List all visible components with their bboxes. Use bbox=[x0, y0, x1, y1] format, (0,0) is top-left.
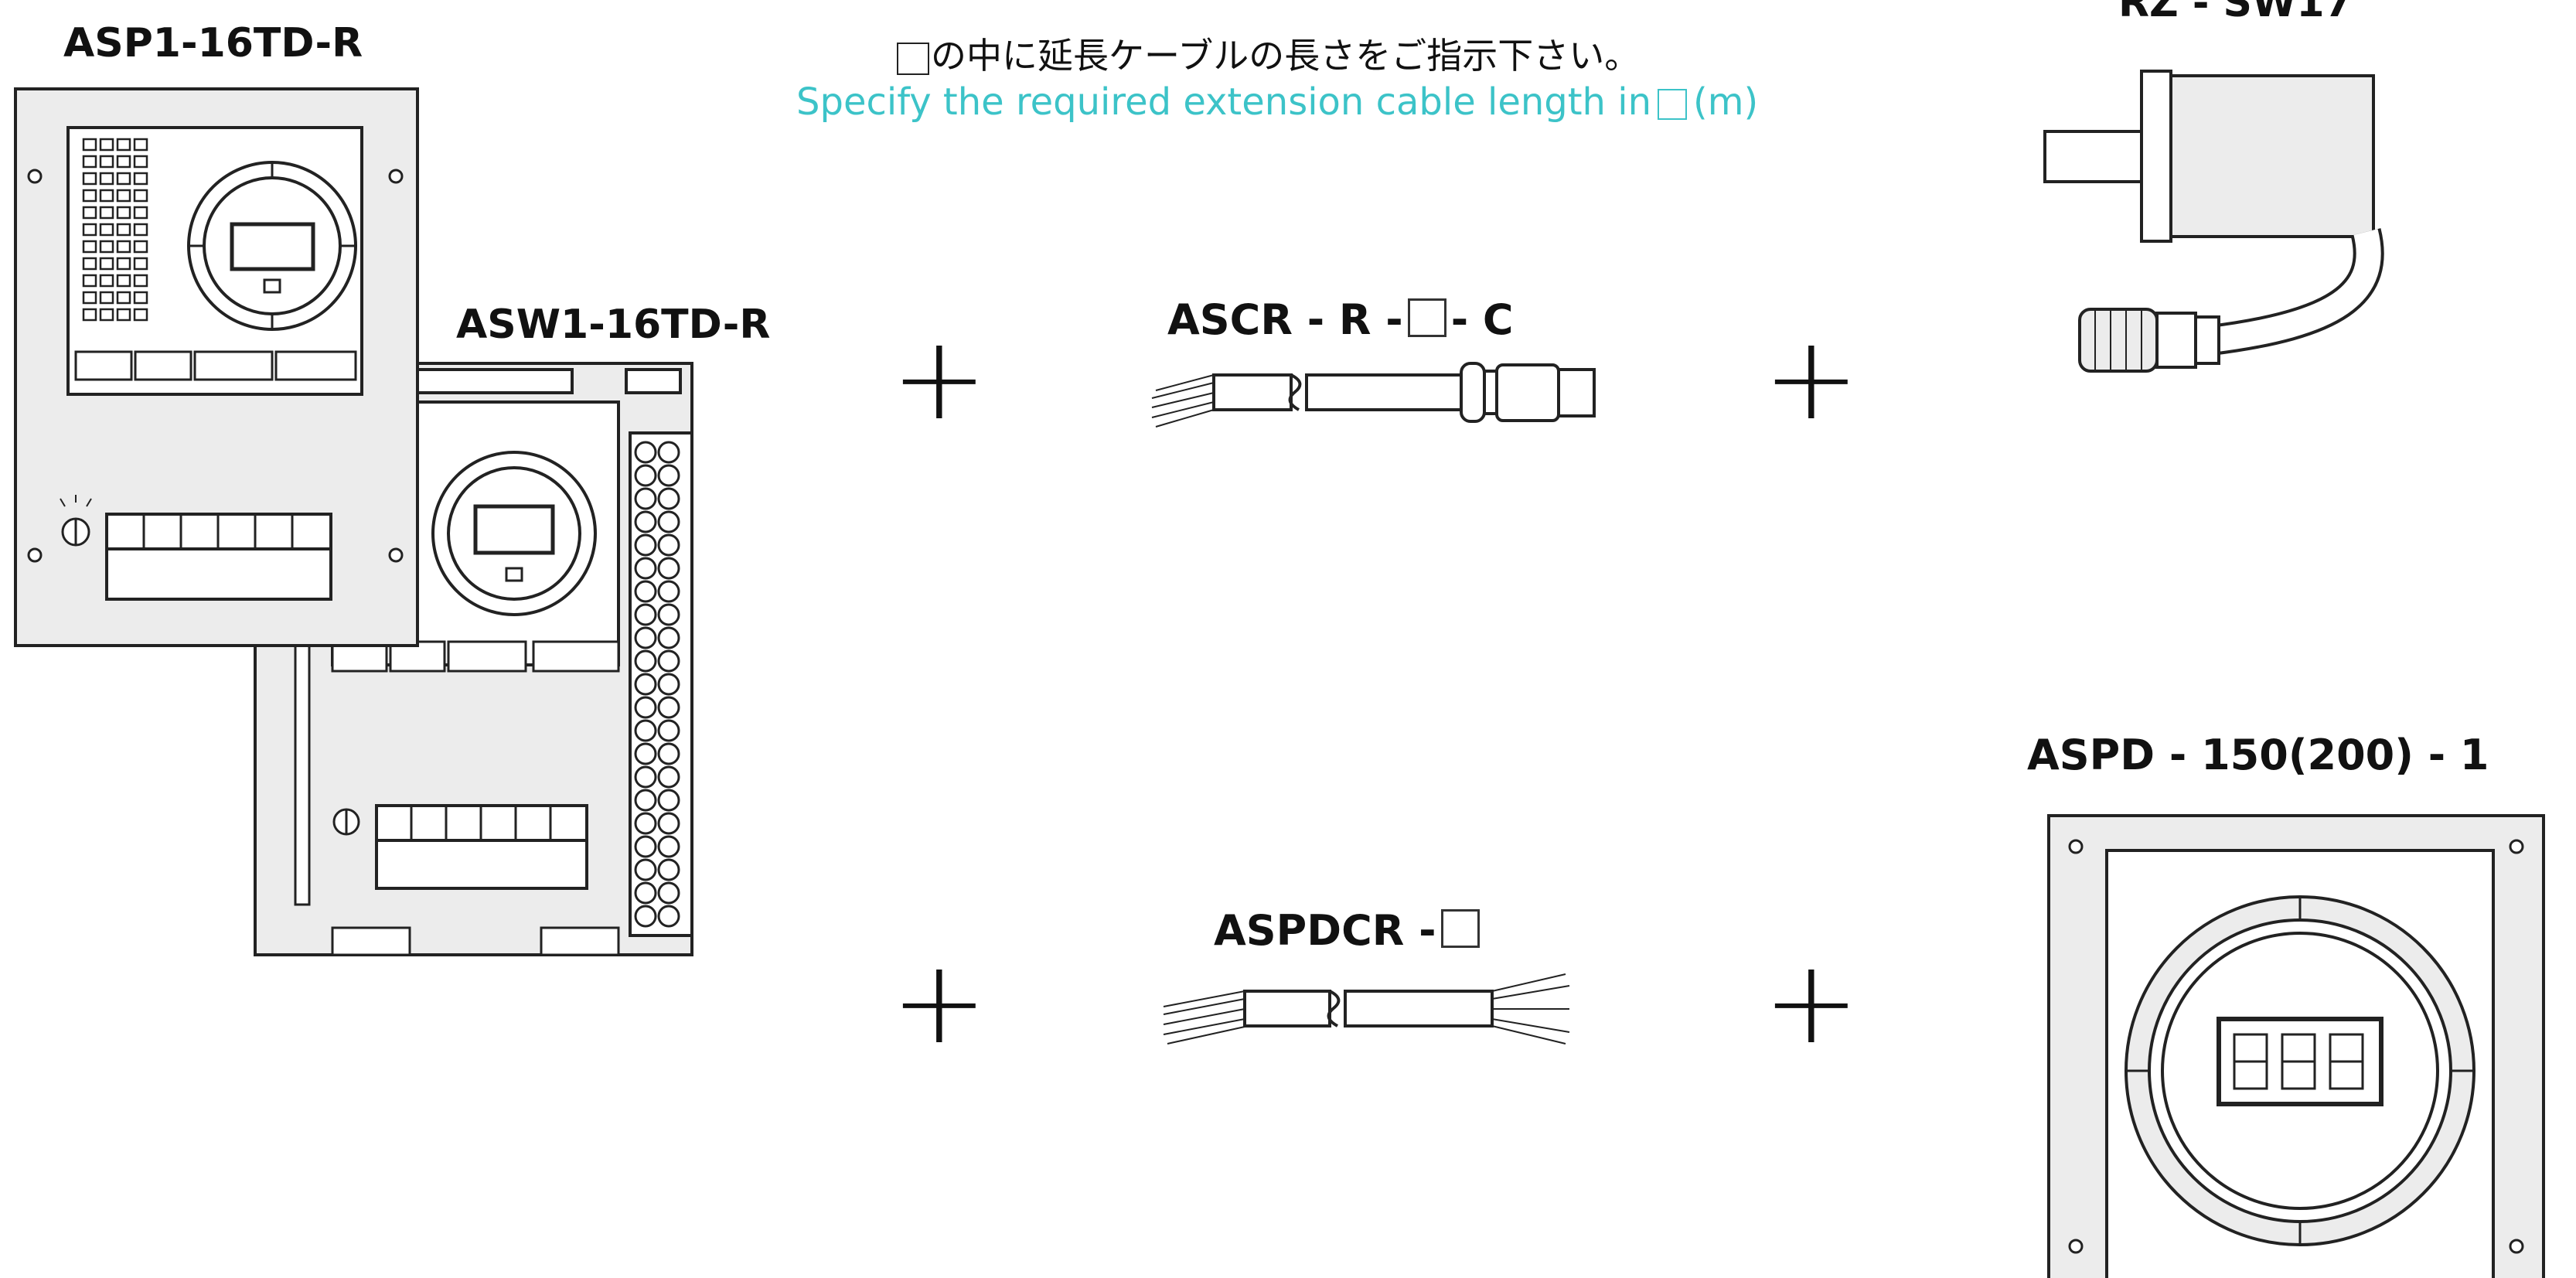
rz-encoder-illustration bbox=[2043, 70, 2384, 373]
blank-box-icon bbox=[1658, 89, 1687, 120]
blank-box-icon bbox=[1407, 298, 1446, 337]
plus-sign: + bbox=[891, 312, 988, 446]
label-aspdcr-prefix: ASPDCR - bbox=[1214, 906, 1436, 955]
instruction-english-unit: (m) bbox=[1693, 80, 1759, 124]
plus-sign: + bbox=[1763, 935, 1860, 1070]
aspd-display-illustration bbox=[2047, 814, 2545, 1278]
label-asw1: ASW1-16TD-R bbox=[456, 302, 771, 348]
label-ascr: ASCR - R - - C bbox=[1167, 295, 1514, 344]
ascr-cable-illustration bbox=[1151, 362, 1596, 428]
label-ascr-prefix: ASCR - R - bbox=[1167, 295, 1403, 344]
label-aspd: ASPD - 150(200) - 1 bbox=[2027, 731, 2489, 779]
plus-sign: + bbox=[891, 935, 988, 1070]
instruction-english: Specify the required extension cable len… bbox=[796, 80, 1758, 124]
label-ascr-suffix: - C bbox=[1450, 295, 1514, 344]
aspdcr-cable-illustration bbox=[1163, 973, 1570, 1045]
instruction-japanese-text: の中に延長ケーブルの長さをご指示下さい。 bbox=[931, 35, 1641, 77]
instruction-japanese: の中に延長ケーブルの長さをご指示下さい。 bbox=[897, 28, 1640, 79]
label-rz: RZ - SW17 bbox=[2118, 0, 2353, 26]
plus-sign: + bbox=[1763, 312, 1860, 446]
label-aspdcr: ASPDCR - bbox=[1214, 906, 1484, 955]
blank-box-icon bbox=[897, 42, 929, 75]
blank-box-icon bbox=[1440, 909, 1480, 948]
label-asp1: ASP1-16TD-R bbox=[63, 20, 363, 66]
instruction-english-text: Specify the required extension cable len… bbox=[796, 80, 1651, 124]
asp1-controller-illustration bbox=[14, 87, 419, 647]
